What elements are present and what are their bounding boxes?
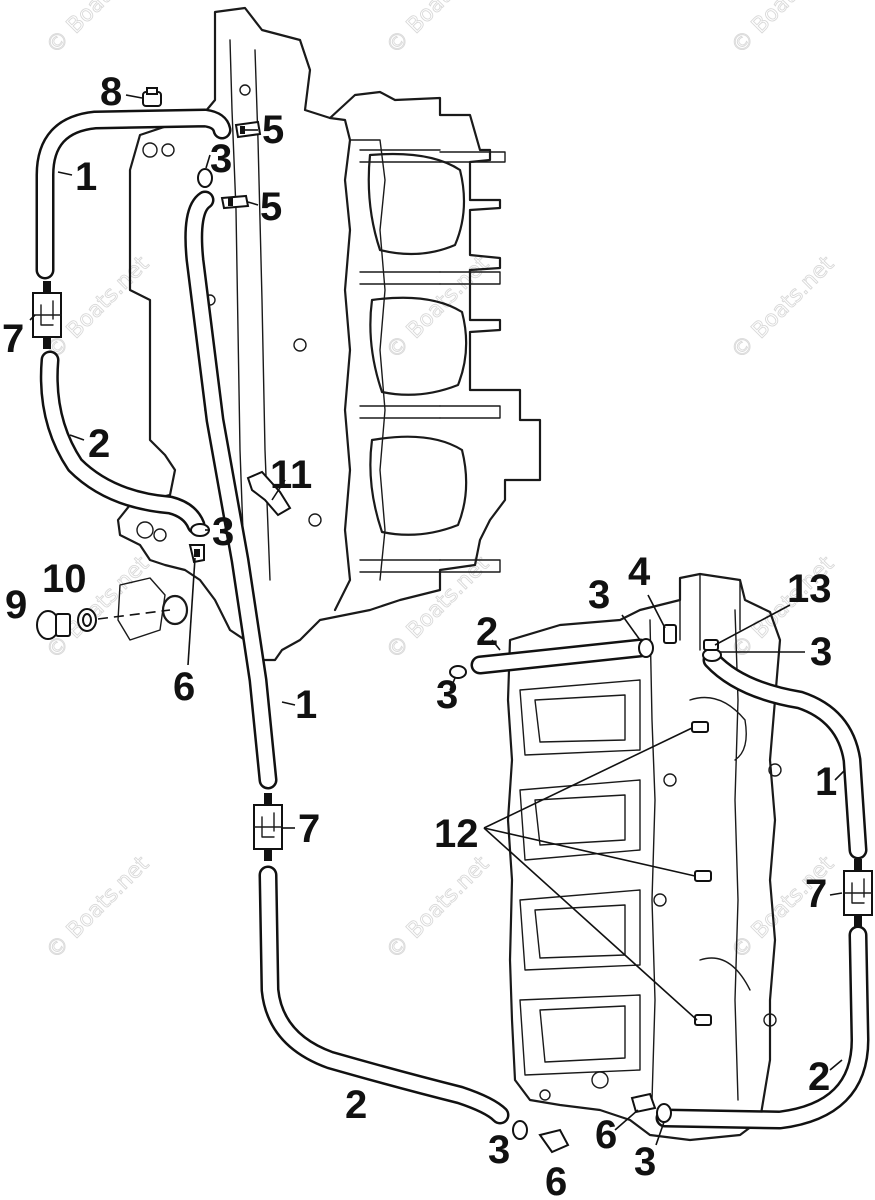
callout-3-top: 3 [210,137,232,181]
callout-10: 10 [42,557,87,601]
cylinder-studs [359,149,506,573]
callout-13: 13 [787,567,832,611]
callout-2-bottom: 2 [345,1083,367,1127]
hoses [35,108,870,1130]
clamp-3-right-a [449,665,467,679]
clamp-3-top [197,168,213,188]
watermark: © Boats.net [727,0,840,59]
clamp-3-right-b [638,638,654,658]
fitting-13 [703,639,719,651]
callout-3-bottom-b: 3 [634,1140,656,1184]
check-valve-left [32,281,62,349]
callout-9: 9 [5,583,27,627]
washer-10 [77,608,97,632]
callout-7-right: 7 [805,872,827,916]
callout-8: 8 [100,70,122,114]
watermark: © Boats.net [382,851,495,964]
fitting-5-lower [220,194,250,210]
callout-6-bottom-b: 6 [595,1113,617,1157]
callout-3-right-c: 3 [810,630,832,674]
fittings-12 [691,721,712,1026]
callout-3-bottom-a: 3 [488,1128,510,1172]
check-valve-mid [253,793,283,861]
plug-8 [142,87,162,107]
watermark: © Boats.net [727,251,840,364]
leader-lines [29,94,846,1146]
callout-5-upper: 5 [262,108,284,152]
install-line [97,609,171,620]
callout-7-mid: 7 [298,807,320,851]
hose-2-right-bottom [655,925,870,1130]
fitting-6-bottom-a [538,1128,570,1154]
callouts: 8 5 3 1 5 7 2 11 3 10 9 6 1 7 3 4 13 2 3… [2,70,837,1200]
callout-1-mid: 1 [295,683,317,727]
callout-11: 11 [270,453,312,497]
callout-2-left: 2 [88,422,110,466]
callout-2-right-top: 2 [476,610,498,654]
plug-9 [36,610,71,640]
callout-3-right-a: 3 [588,573,610,617]
callout-5-lower: 5 [260,185,282,229]
clamp-3-bottom-a [512,1120,528,1140]
watermark: © Boats.net [382,251,495,364]
callout-12: 12 [434,812,479,856]
callout-7-left: 7 [2,317,24,361]
callout-6-bottom-a: 6 [545,1160,567,1200]
callout-3-left-mid: 3 [212,510,234,554]
callout-4: 4 [628,550,651,594]
fitting-4 [663,624,677,644]
fitting-6-left [188,544,205,564]
callout-1-top: 1 [75,155,97,199]
watermark: © Boats.net [42,0,155,59]
callout-1-right: 1 [815,760,837,804]
callout-3-right-b: 3 [436,673,458,717]
elbow-11 [246,470,292,517]
watermark: © Boats.net [382,0,495,59]
hose-1-right [702,650,868,860]
check-valve-right [843,859,873,927]
watermark: © Boats.net [42,851,155,964]
callout-2-right-bottom: 2 [808,1055,830,1099]
clamp-3-bottom-b [656,1103,672,1123]
fitting-6-bottom-b [630,1092,657,1114]
callout-6-left: 6 [173,665,195,709]
